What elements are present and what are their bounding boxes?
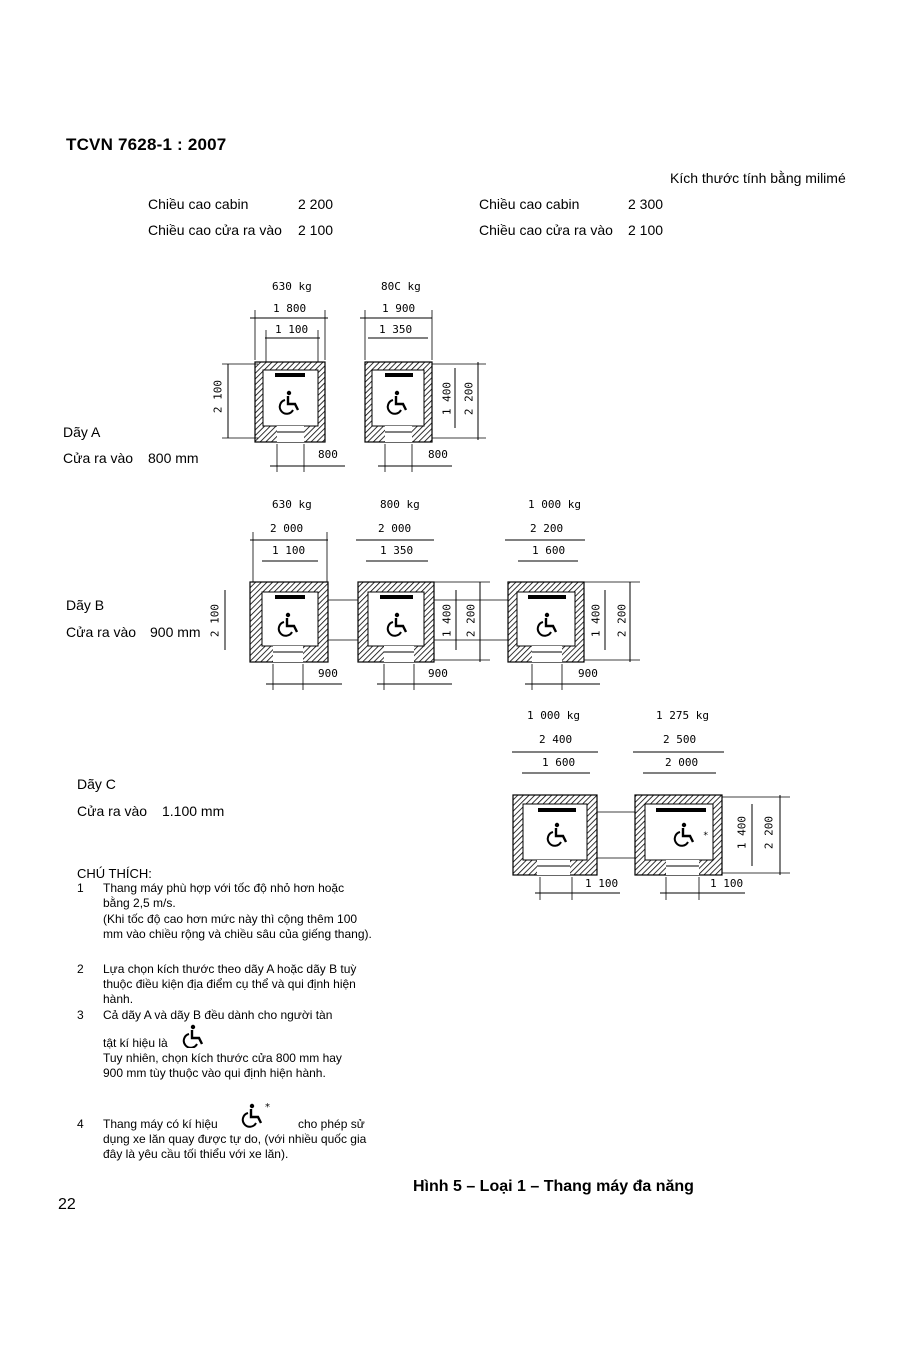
door-height-label: Chiều cao cửa ra vào	[479, 222, 613, 238]
shaft-depth: 2 200	[762, 815, 776, 850]
note-3-text: Cả dãy A và dãy B đều dành cho người tàn	[103, 1008, 333, 1022]
cabin-depth: 1 400	[440, 603, 454, 638]
inner-width: 2 000	[665, 756, 699, 769]
row-c-door-value: 1.100 mm	[162, 803, 225, 819]
inner-width: 1 600	[542, 756, 576, 769]
shaft-depth: 2 200	[462, 381, 476, 416]
notes-heading: CHÚ THÍCH:	[77, 866, 152, 881]
inner-width: 1 100	[272, 544, 306, 557]
svg-text:*: *	[265, 1102, 270, 1113]
outer-width: 2 200	[530, 522, 564, 535]
cabin-height-label: Chiều cao cabin	[479, 196, 580, 212]
outer-width: 2 000	[378, 522, 412, 535]
row-c-door-label: Cửa ra vào	[77, 803, 148, 819]
page-number: 22	[58, 1196, 76, 1213]
cabin-height-value: 2 300	[628, 196, 664, 212]
row-b-door-value: 900 mm	[150, 624, 201, 640]
note-number: 3	[77, 1008, 84, 1022]
lift-c2: *	[633, 751, 790, 900]
row-c-label: Dãy C	[77, 776, 116, 792]
outer-width: 1 800	[273, 302, 307, 315]
lift-b1	[224, 532, 342, 690]
load-label: 800 kg	[380, 498, 420, 511]
shaft-depth: 2 100	[211, 379, 225, 414]
cabin-height-label: Chiều cao cabin	[148, 196, 249, 212]
inner-width: 1 100	[275, 323, 309, 336]
door-width: 1 100	[585, 877, 619, 890]
units-note: Kích thước tính bằng milimé	[670, 170, 846, 186]
wheelchair-rotation-icon: *	[241, 1102, 270, 1128]
outer-width: 2 000	[270, 522, 304, 535]
load-label: 1 275 kg	[656, 709, 709, 722]
standard-number: TCVN 7628-1 : 2007	[66, 135, 227, 154]
shaft-depth: 2 200	[615, 603, 629, 638]
shaft-depth: 2 100	[208, 603, 222, 638]
outer-width: 2 500	[663, 733, 697, 746]
door-width: 1 100	[710, 877, 744, 890]
note-1-text: Thang máy phù hợp với tốc độ nhỏ hơn hoặ…	[103, 881, 345, 910]
door-height-label: Chiều cao cửa ra vào	[148, 222, 282, 238]
door-width: 900	[428, 667, 448, 680]
load-label: 630 kg	[272, 498, 312, 511]
inner-width: 1 600	[532, 544, 566, 557]
svg-text:*: *	[703, 831, 708, 841]
figure-caption: Hình 5 – Loại 1 – Thang máy đa năng	[413, 1178, 694, 1195]
cabin-depth: 1 400	[589, 603, 603, 638]
note-number: 1	[77, 881, 84, 895]
row-a-door-label: Cửa ra vào	[63, 450, 134, 466]
lift-b3	[505, 539, 640, 690]
inner-width: 1 350	[380, 544, 414, 557]
lift-c1	[512, 751, 620, 900]
outer-width: 2 400	[539, 733, 573, 746]
note-3-text3: Tuy nhiên, chọn kích thước cửa 800 mm ha…	[103, 1051, 342, 1080]
note-4-text2: cho phép sử dụng xe lăn quay được tự do,…	[103, 1117, 367, 1161]
note-2-text: Lựa chọn kích thước theo dãy A hoặc dãy …	[103, 962, 357, 1006]
lift-b2	[356, 539, 490, 690]
inner-width: 1 350	[379, 323, 413, 336]
door-height-value: 2 100	[628, 222, 664, 238]
note-number: 2	[77, 962, 84, 976]
note-4-text: Thang máy có kí hiệu	[103, 1117, 218, 1131]
door-height-value: 2 100	[298, 222, 334, 238]
row-b-label: Dãy B	[66, 597, 105, 613]
lift-a1	[222, 310, 345, 472]
cabin-depth: 1 400	[440, 381, 454, 416]
lift-a2	[360, 310, 486, 472]
note-3-text2: tật kí hiệu là	[103, 1036, 168, 1050]
door-width: 800	[318, 448, 338, 461]
note-1-sub: (Khi tốc độ cao hơn mức này thì cộng thê…	[103, 912, 372, 941]
wheelchair-icon	[182, 1023, 204, 1048]
cabin-height-value: 2 200	[298, 196, 334, 212]
row-a-door-value: 800 mm	[148, 450, 199, 466]
door-width: 800	[428, 448, 448, 461]
load-label: 630 kg	[272, 280, 312, 293]
note-number: 4	[77, 1117, 84, 1131]
outer-width: 1 900	[382, 302, 416, 315]
shaft-depth: 2 200	[464, 603, 478, 638]
row-b-door-label: Cửa ra vào	[66, 624, 137, 640]
cabin-depth: 1 400	[735, 815, 749, 850]
door-width: 900	[578, 667, 598, 680]
door-width: 900	[318, 667, 338, 680]
load-label: 1 000 kg	[528, 498, 581, 511]
row-a-label: Dãy A	[63, 424, 101, 440]
load-label: 80C kg	[381, 280, 421, 293]
load-label: 1 000 kg	[527, 709, 580, 722]
